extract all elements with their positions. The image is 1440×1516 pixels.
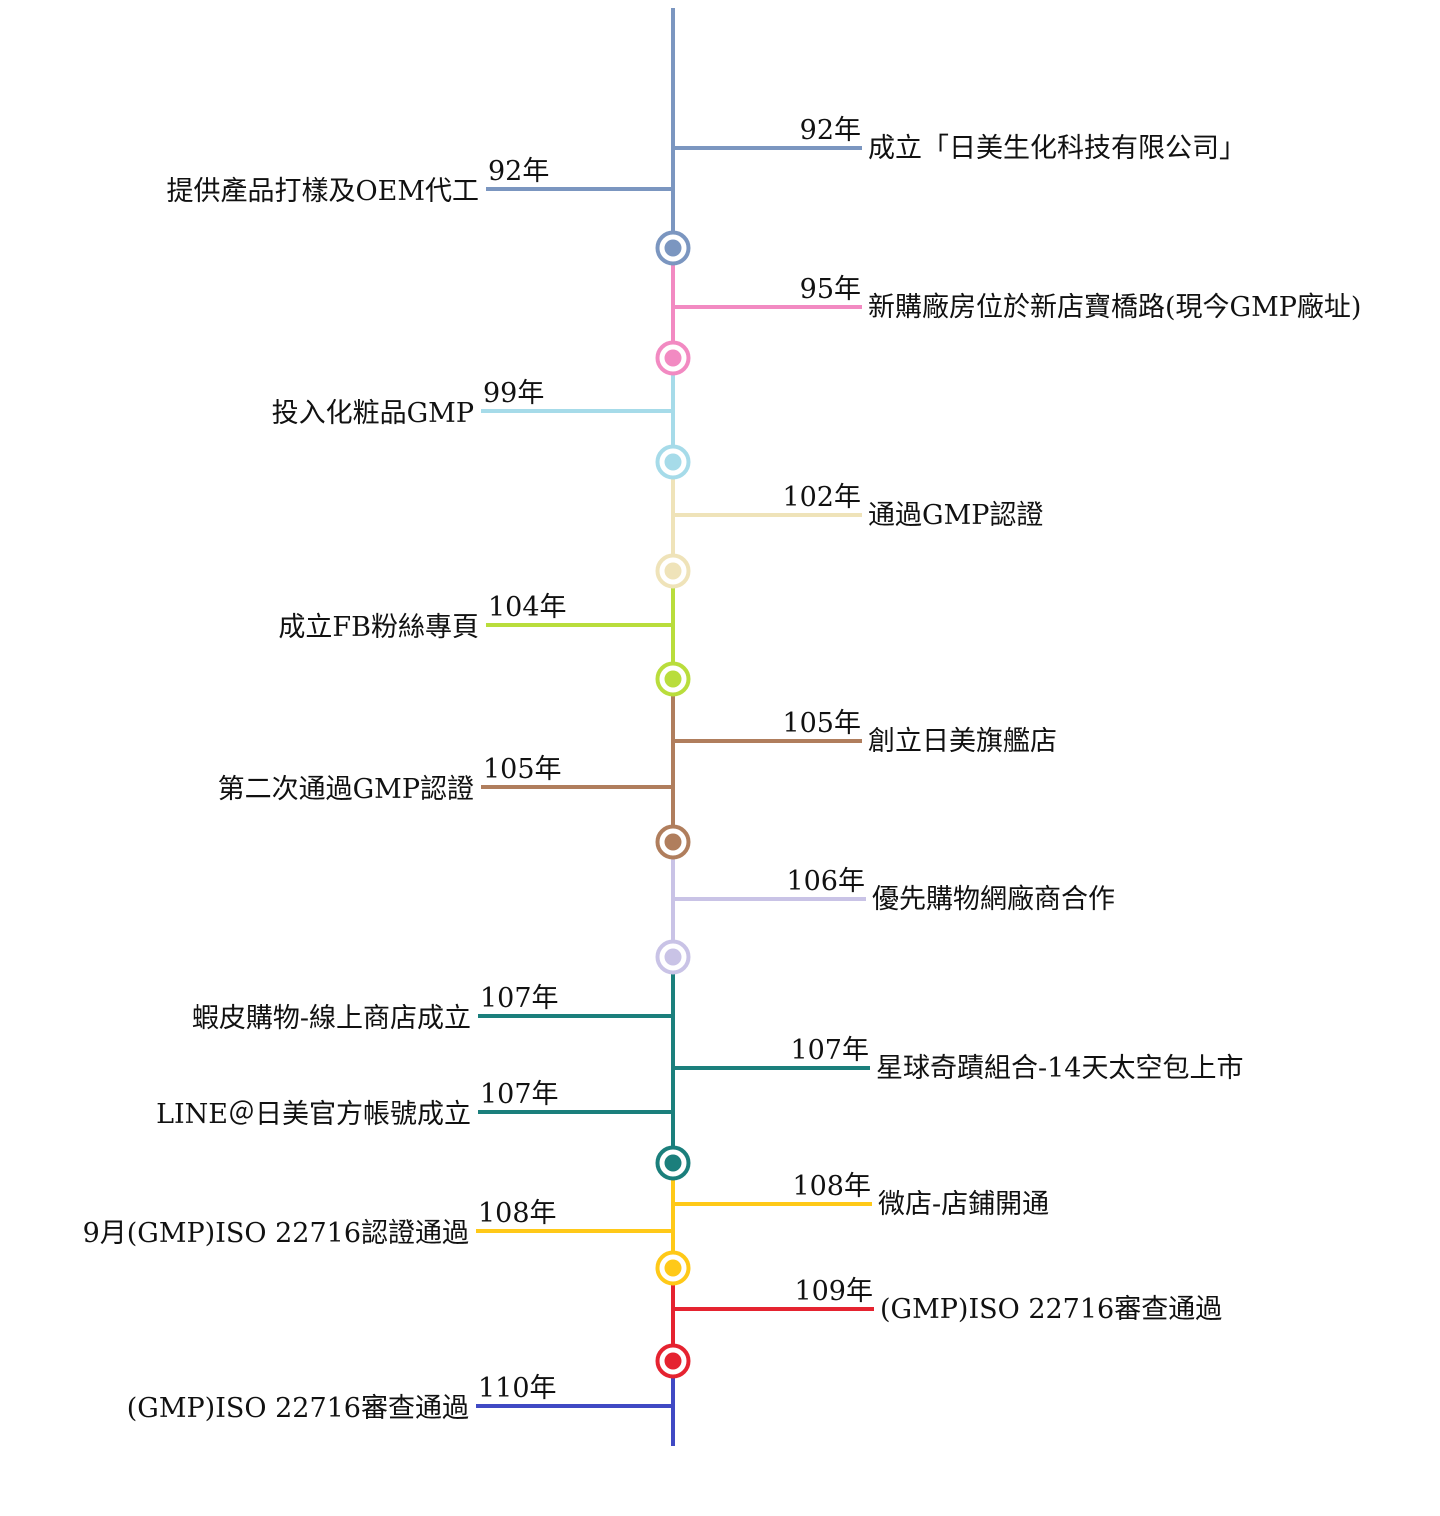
timeline-marker-5: [655, 661, 691, 697]
event-description: 通過GMP認證: [868, 500, 1043, 531]
event-year-label: 108年: [478, 1198, 557, 1229]
timeline-event-15: 109年(GMP)ISO 22716審查通過: [673, 1276, 1222, 1325]
event-year-label: 105年: [483, 754, 562, 785]
timeline-marker-7: [655, 939, 691, 975]
timeline-marker-2: [655, 340, 691, 376]
timeline-event-14: 108年 9月(GMP)ISO 22716認證通過: [83, 1198, 673, 1249]
event-year-label: 110年: [478, 1373, 557, 1404]
marker-dot: [664, 453, 682, 471]
event-description: (GMP)ISO 22716審查通過: [880, 1294, 1222, 1325]
timeline-marker-9: [655, 1250, 691, 1286]
event-description: 成立「日美生化科技有限公司」: [868, 133, 1246, 164]
marker-dot: [664, 948, 682, 966]
marker-dot: [664, 349, 682, 367]
marker-dot: [664, 833, 682, 851]
timeline-marker-8: [655, 1145, 691, 1181]
marker-dot: [664, 670, 682, 688]
timeline-marker-6: [655, 824, 691, 860]
event-description: 9月(GMP)ISO 22716認證通過: [83, 1218, 469, 1249]
event-year-label: 107年: [480, 1079, 559, 1110]
timeline-marker-3: [655, 444, 691, 480]
event-description: 成立FB粉絲專頁: [278, 612, 479, 643]
event-description: 優先購物網廠商合作: [872, 884, 1115, 915]
event-description: LINE＠日美官方帳號成立: [156, 1099, 471, 1130]
timeline-marker-10: [655, 1343, 691, 1379]
event-description: 星球奇蹟組合-14天太空包上市: [876, 1053, 1243, 1084]
event-year-label: 105年: [782, 708, 861, 739]
event-year-label: 104年: [488, 592, 567, 623]
marker-dot: [664, 1259, 682, 1277]
event-description: 蝦皮購物-線上商店成立: [192, 1003, 471, 1034]
event-year-label: 92年: [488, 156, 549, 187]
marker-dot: [664, 1352, 682, 1370]
event-description: 創立日美旗艦店: [868, 726, 1057, 757]
event-year-label: 95年: [800, 274, 861, 305]
marker-dot: [664, 1154, 682, 1172]
timeline-event-16: 110年 (GMP)ISO 22716審查通過: [127, 1373, 673, 1424]
event-description: 提供產品打樣及OEM代工: [167, 176, 480, 207]
event-year-label: 109年: [794, 1276, 873, 1307]
timeline-marker-4: [655, 553, 691, 589]
event-description: 第二次通過GMP認證: [218, 774, 474, 805]
marker-dot: [664, 239, 682, 257]
event-year-label: 107年: [790, 1035, 869, 1066]
event-year-label: 106年: [786, 866, 865, 897]
event-description: 新購廠房位於新店寶橋路(現今GMP廠址): [868, 292, 1361, 323]
event-year-label: 92年: [800, 115, 861, 146]
event-description: 微店-店鋪開通: [878, 1189, 1049, 1220]
timeline-event-12: 107年 LINE＠日美官方帳號成立: [156, 1079, 673, 1130]
event-description: 投入化粧品GMP: [272, 398, 474, 429]
timeline-marker-1: [655, 230, 691, 266]
event-year-label: 102年: [782, 482, 861, 513]
event-year-label: 108年: [792, 1171, 871, 1202]
marker-dot: [664, 562, 682, 580]
event-year-label: 107年: [480, 983, 559, 1014]
event-description: (GMP)ISO 22716審查通過: [127, 1393, 469, 1424]
event-year-label: 99年: [483, 378, 544, 409]
